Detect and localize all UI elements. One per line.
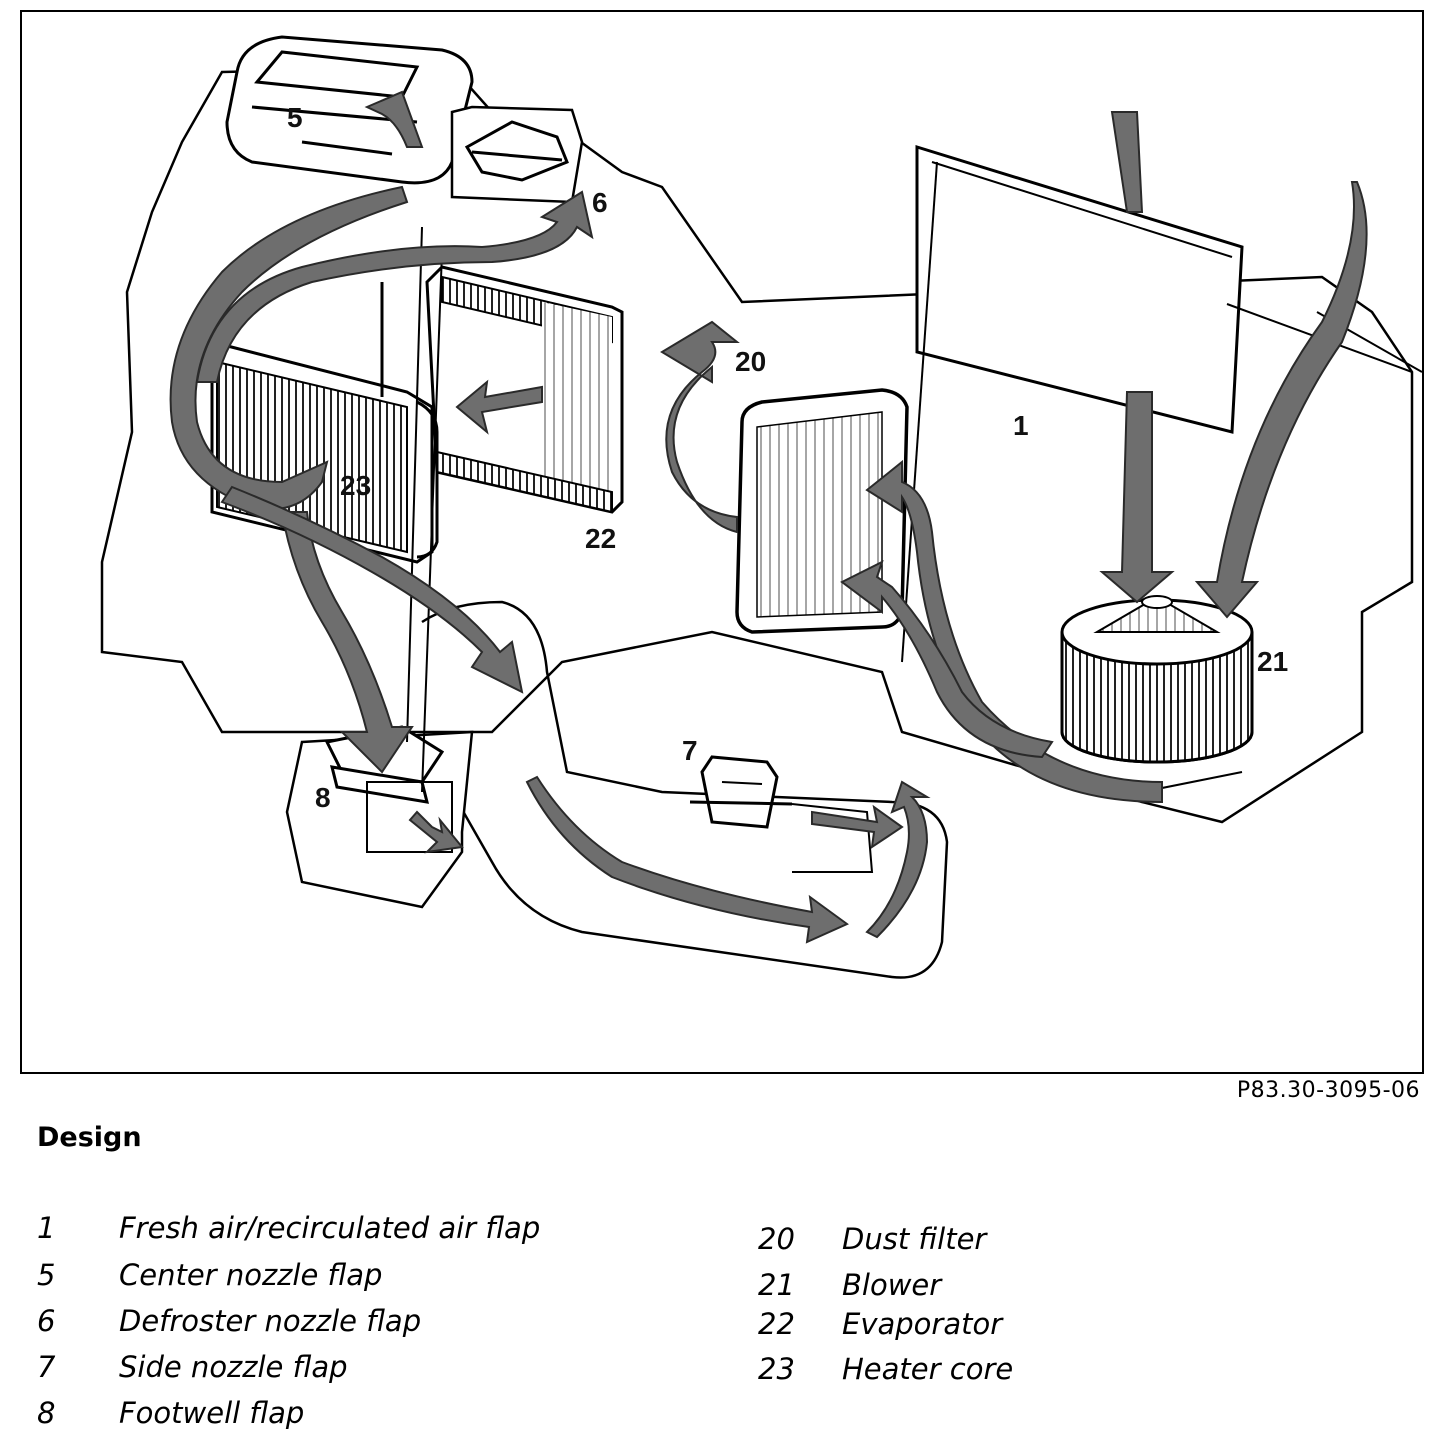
callout-22: 22 (585, 523, 617, 554)
callout-1: 1 (1013, 410, 1029, 441)
legend-number: 23 (758, 1352, 795, 1386)
blower (1060, 595, 1254, 794)
legend-number: 21 (758, 1268, 795, 1302)
legend-number: 7 (37, 1350, 56, 1384)
legend-label: Blower (842, 1268, 942, 1302)
legend-label: Heater core (842, 1352, 1014, 1386)
legend-label: Dust filter (842, 1222, 987, 1256)
legend-label: Footwell flap (119, 1396, 305, 1430)
legend-label: Fresh air/recirculated air flap (119, 1211, 541, 1245)
callout-5: 5 (287, 102, 303, 133)
figure-reference: P83.30-3095-06 (1236, 1078, 1420, 1103)
diagram-frame: 5 6 1 20 23 22 21 7 8 (20, 10, 1424, 1074)
legend-label: Side nozzle flap (119, 1350, 348, 1384)
legend-number: 20 (758, 1222, 795, 1256)
callout-7: 7 (682, 735, 698, 766)
callout-20: 20 (735, 346, 767, 377)
legend-title: Design (37, 1122, 142, 1153)
legend-number: 8 (37, 1396, 56, 1430)
legend-label: Evaporator (842, 1307, 1003, 1341)
airflow-arrows (169, 90, 1368, 944)
legend-label: Center nozzle flap (119, 1258, 383, 1292)
legend-number: 1 (37, 1211, 56, 1245)
fresh-recirc-flap-panel (901, 144, 1422, 663)
defroster-nozzle-flap (450, 105, 584, 204)
hvac-airflow-diagram (100, 35, 1422, 979)
legend-number: 6 (37, 1304, 56, 1338)
callout-21: 21 (1257, 646, 1289, 677)
legend-label: Defroster nozzle flap (119, 1304, 422, 1338)
lower-duct-outline (421, 600, 949, 979)
center-nozzle-flap (225, 35, 474, 185)
callout-8: 8 (315, 782, 331, 813)
callout-6: 6 (592, 187, 608, 218)
callout-23: 23 (340, 470, 372, 501)
legend-number: 5 (37, 1258, 56, 1292)
side-nozzle-flap (689, 755, 874, 873)
legend-number: 22 (758, 1307, 795, 1341)
